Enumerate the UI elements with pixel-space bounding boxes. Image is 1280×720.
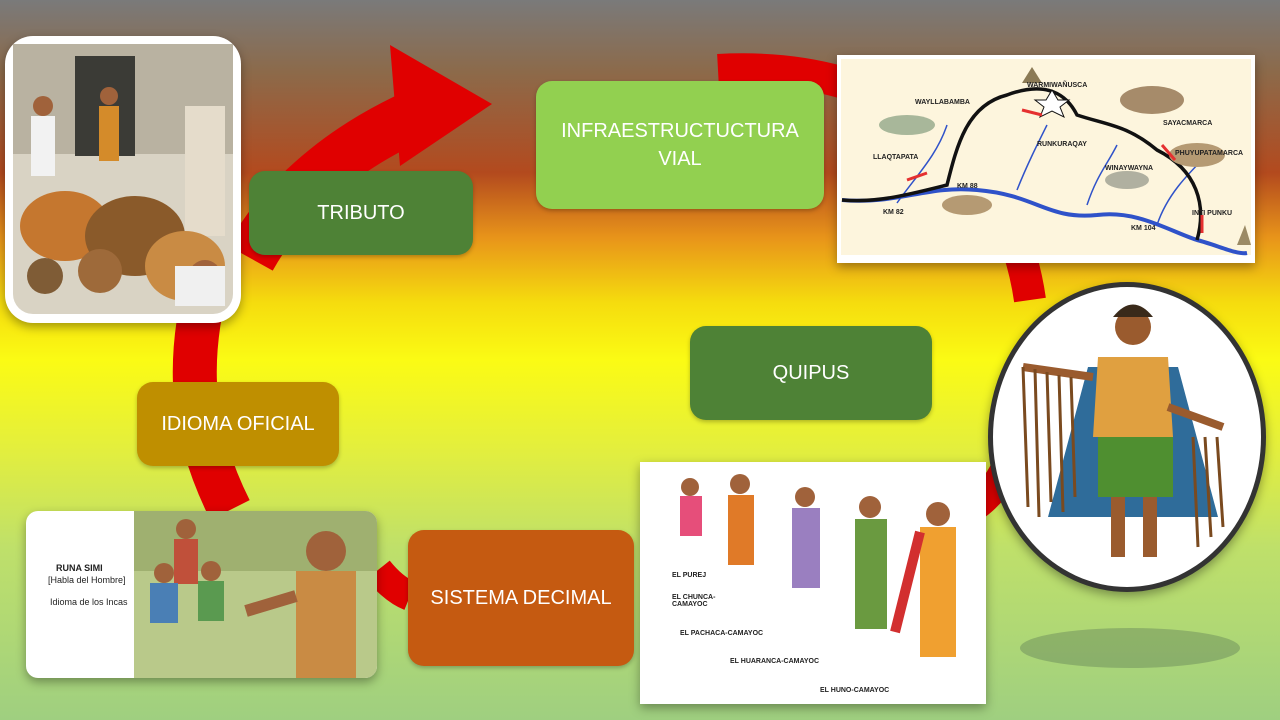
map-label: LLAQTAPATA (873, 154, 919, 161)
map-label: KM 88 (957, 183, 978, 190)
map-label: WARMIWAÑUSCA (1027, 82, 1088, 89)
runa-simi-image: RUNA SIMI [Habla del Hombre] Idioma de l… (26, 511, 377, 678)
idioma-oficial-box[interactable]: IDIOMA OFICIAL (137, 382, 339, 466)
official-caption: EL HUNO-CAMAYOC (820, 687, 890, 694)
map-label: KM 104 (1131, 225, 1156, 232)
decimal-officials-image: EL PUREJ EL CHUNCA- CAMAYOC EL PACHACA-C… (640, 462, 986, 704)
quipu-keeper-illustration-icon (1021, 304, 1225, 557)
official-caption: EL HUARANCA-CAMAYOC (730, 658, 820, 665)
tributo-label: TRIBUTO (317, 202, 405, 224)
infraestructura-vial-label: INFRAESTRUCTUCTURA VIAL (561, 120, 799, 170)
map-label: SAYACMARCA (1163, 120, 1213, 127)
sistema-decimal-box[interactable]: SISTEMA DECIMAL (408, 530, 634, 666)
map-label: WAYLLABAMBA (915, 99, 970, 106)
map-label: KM 82 (883, 209, 904, 216)
quipucamayoc-image (988, 282, 1266, 592)
sistema-decimal-label: SISTEMA DECIMAL (430, 587, 612, 609)
cycle-arrow-ring-bottom (366, 560, 417, 610)
map-label: INTI PUNKU (1192, 210, 1233, 217)
cycle-arrow-head (390, 45, 492, 166)
official-caption: EL PUREJ (672, 572, 707, 579)
oval-shadow (1020, 628, 1240, 668)
infraestructura-vial-box[interactable]: INFRAESTRUCTUCTURA VIAL (536, 81, 824, 209)
runa-simi-language: Idioma de los Incas (50, 597, 128, 607)
runa-simi-illustration-icon (134, 511, 377, 678)
inca-tribute-illustration-icon (13, 44, 233, 314)
idioma-oficial-label: IDIOMA OFICIAL (161, 413, 315, 435)
map-label: PHUYUPATAMARCA (1175, 150, 1244, 157)
inca-trail-map-icon (841, 59, 1251, 256)
map-label: WINAYWAYNA (1105, 165, 1154, 172)
runa-simi-title: RUNA SIMI (56, 563, 103, 573)
official-caption: EL PACHACA-CAMAYOC (680, 630, 764, 637)
tributo-image (5, 36, 241, 323)
tributo-box[interactable]: TRIBUTO (249, 171, 473, 255)
map-label: RUNKURAQAY (1037, 141, 1087, 148)
official-caption: EL CHUNCA- CAMAYOC (672, 594, 716, 608)
decimal-officials-illustration-icon (680, 474, 956, 657)
quipus-label: QUIPUS (772, 362, 850, 384)
inca-trail-map-image: WAYLLABAMBA WARMIWAÑUSCA SAYACMARCA LLAQ… (837, 55, 1255, 263)
quipus-box[interactable]: QUIPUS (690, 326, 932, 420)
runa-simi-subtitle: [Habla del Hombre] (48, 575, 126, 585)
